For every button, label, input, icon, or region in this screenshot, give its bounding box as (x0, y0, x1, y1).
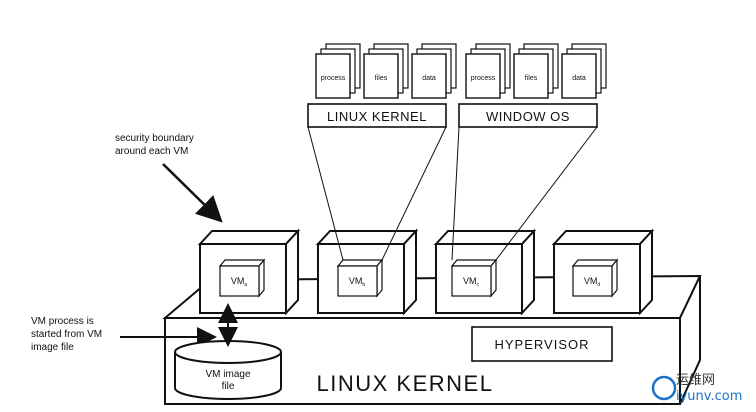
security-boundary-note: security boundary around each VM (115, 133, 194, 157)
doc-label: data (572, 75, 586, 82)
doc-stack-windows-files: files (513, 43, 559, 99)
doc-stack-linux-files: files (363, 43, 409, 99)
vm-cube-b: VMb (315, 228, 419, 316)
doc-stack-windows-process: process (465, 43, 511, 99)
doc-label: files (525, 75, 538, 82)
doc-stack-linux-process: process (315, 43, 361, 99)
host-kernel-label: LINUX KERNEL (317, 371, 494, 396)
svg-text:file: file (222, 381, 235, 392)
svg-text:security boundary: security boundary (115, 133, 194, 144)
vm-cube-a: VMa (197, 228, 301, 316)
guest-kernel-windows: WINDOW OS (458, 103, 598, 128)
site-watermark: 运维网 iyunv.com (651, 373, 742, 404)
security-boundary-arrow (162, 163, 223, 223)
doc-label: process (471, 75, 496, 82)
svg-text:started from VM: started from VM (31, 329, 102, 340)
doc-label: process (321, 75, 346, 82)
guest-kernel-linux: LINUX KERNEL (307, 103, 447, 128)
vm-label-a: VMa (231, 276, 248, 288)
guest-kernel-windows-label: WINDOW OS (486, 109, 570, 124)
vm-label-c: VMc (463, 276, 480, 288)
vm-cube-c: VMc (433, 228, 537, 316)
doc-stack-windows-data: data (561, 43, 607, 99)
watermark-url: iyunv.com (676, 389, 742, 404)
vm-label-d: VMd (584, 276, 601, 288)
svg-text:around each VM: around each VM (115, 146, 188, 157)
vm-label-b: VMb (349, 276, 366, 288)
watermark-cn: 运维网 (676, 373, 715, 388)
vm-cube-d: VMd (551, 228, 655, 316)
doc-stack-linux-data: data (411, 43, 457, 99)
hypervisor-label: HYPERVISOR (494, 337, 589, 352)
vm-image-disk: VM image file (174, 340, 282, 400)
doc-label: files (375, 75, 388, 82)
guest-kernel-linux-label: LINUX KERNEL (327, 109, 427, 124)
projection-lines (307, 126, 598, 261)
svg-text:image file: image file (31, 342, 74, 353)
svg-text:VM image: VM image (205, 369, 250, 380)
vm-process-note: VM process is started from VM image file (31, 316, 102, 353)
hypervisor-box: HYPERVISOR (471, 326, 613, 362)
doc-label: data (422, 75, 436, 82)
svg-text:VM process is: VM process is (31, 316, 94, 327)
watermark-logo-icon (651, 375, 677, 401)
